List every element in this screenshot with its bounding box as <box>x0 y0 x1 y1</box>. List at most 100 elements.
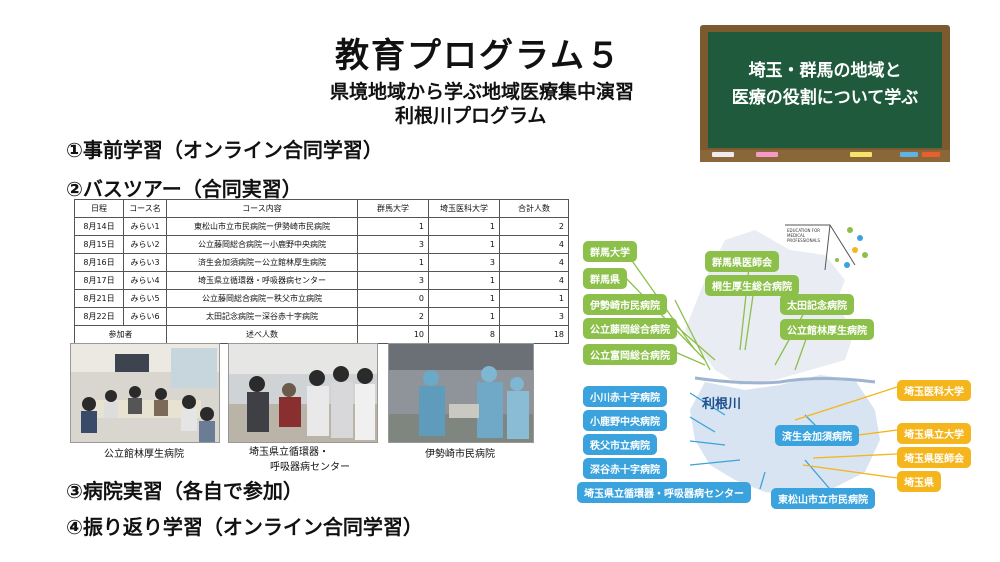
col-date: 日程 <box>74 199 124 218</box>
chalkboard-surface: 埼玉・群馬の地域と 医療の役割について学ぶ <box>708 32 942 148</box>
cell-date: 8月14日 <box>74 217 124 236</box>
cell-saitama: 3 <box>428 253 500 272</box>
photo-caption-cardio-line2: 呼吸器病センター <box>270 462 350 473</box>
photo-isesaki <box>388 343 534 443</box>
cell-course: みらい3 <box>123 253 167 272</box>
table-header-row: 日程 コース名 コース内容 群馬大学 埼玉医科大学 合計人数 <box>74 199 569 218</box>
cell-course: みらい6 <box>123 307 167 326</box>
cell-gunma: 3 <box>357 271 429 290</box>
table-row: 8月17日 みらい4 埼玉県立循環器・呼吸器病センター 3 1 4 <box>74 271 569 290</box>
tag-fukaya-hospital: 深谷赤十字病院 <box>583 458 667 479</box>
cell-content: 東松山市立市民病院ー伊勢崎市民病院 <box>166 217 358 236</box>
tag-gunma-med-assoc: 群馬県医師会 <box>705 251 779 272</box>
cell-content: 埼玉県立循環器・呼吸器病センター <box>166 271 358 290</box>
chalk-white <box>712 152 734 157</box>
cell-gunma: 1 <box>357 217 429 236</box>
photo-cardio-center <box>228 343 378 443</box>
chalk-blue <box>900 152 918 157</box>
cell-gunma: 2 <box>357 307 429 326</box>
region-map: EDUCATION FOR MEDICAL PROFESSIONALS 利根川 … <box>575 210 985 510</box>
table-row: 8月21日 みらい5 公立藤岡総合病院ー秩父市立病院 0 1 1 <box>74 289 569 308</box>
subtitle-line-2: 利根川プログラム <box>395 105 547 127</box>
col-course-content: コース内容 <box>166 199 358 218</box>
cell-total: 4 <box>499 253 569 272</box>
cell-total-label: 述べ人数 <box>166 325 358 344</box>
tag-gunma-univ: 群馬大学 <box>583 241 637 262</box>
tag-kiryu-hospital: 桐生厚生総合病院 <box>705 275 799 296</box>
col-saitama-med: 埼玉医科大学 <box>428 199 500 218</box>
cell-total: 1 <box>499 289 569 308</box>
cell-date: 8月21日 <box>74 289 124 308</box>
chalkboard-line-2: 医療の役割について学ぶ <box>731 88 919 108</box>
page-title: 教育プログラム５ <box>335 36 622 76</box>
tag-gunma-pref: 群馬県 <box>583 268 627 289</box>
section-reflection: ④振り返り学習（オンライン合同学習） <box>66 515 423 539</box>
cell-content: 太田記念病院ー深谷赤十字病院 <box>166 307 358 326</box>
col-gunma-univ: 群馬大学 <box>357 199 429 218</box>
cell-total: 2 <box>499 217 569 236</box>
chalk-orange <box>922 152 940 157</box>
cell-date: 8月15日 <box>74 235 124 254</box>
cell-content: 済生会加須病院ー公立館林厚生病院 <box>166 253 358 272</box>
cell-participants-label: 参加者 <box>74 325 167 344</box>
chalkboard: 埼玉・群馬の地域と 医療の役割について学ぶ <box>700 25 950 162</box>
section-pre-learning: ①事前学習（オンライン合同学習） <box>66 138 383 162</box>
cell-saitama: 1 <box>428 235 500 254</box>
cell-saitama-total: 8 <box>428 325 500 344</box>
table-row: 8月16日 みらい3 済生会加須病院ー公立館林厚生病院 1 3 4 <box>74 253 569 272</box>
cell-gunma: 3 <box>357 235 429 254</box>
cell-content: 公立藤岡総合病院ー秩父市立病院 <box>166 289 358 308</box>
cell-saitama: 1 <box>428 271 500 290</box>
tag-chichibu-hospital: 秩父市立病院 <box>583 434 657 455</box>
cell-total: 4 <box>499 235 569 254</box>
section-bus-tour: ②バスツアー（合同実習） <box>66 177 302 201</box>
tag-ogawa-hospital: 小川赤十字病院 <box>583 386 667 407</box>
tag-kazo-hospital: 済生会加須病院 <box>775 425 859 446</box>
tag-tatebayashi-hospital: 公立館林厚生病院 <box>780 319 874 340</box>
table-row: 8月22日 みらい6 太田記念病院ー深谷赤十字病院 2 1 3 <box>74 307 569 326</box>
chalk-pink <box>756 152 778 157</box>
table-footer-row: 参加者 述べ人数 10 8 18 <box>74 325 569 344</box>
subtitle-line-1: 県境地域から学ぶ地域医療集中演習 <box>330 81 635 103</box>
cell-course: みらい5 <box>123 289 167 308</box>
photo-tatebayashi <box>70 343 220 443</box>
photo-caption-cardio-line1: 埼玉県立循環器・ <box>249 447 329 458</box>
section-hospital-practice: ③病院実習（各自で参加） <box>66 479 303 503</box>
cell-saitama: 1 <box>428 289 500 308</box>
cell-grand-total: 18 <box>499 325 569 344</box>
col-total: 合計人数 <box>499 199 569 218</box>
photo-caption-isesaki: 伊勢崎市民病院 <box>425 449 495 460</box>
cell-saitama: 1 <box>428 307 500 326</box>
cell-gunma: 0 <box>357 289 429 308</box>
cell-saitama: 1 <box>428 217 500 236</box>
tag-fujioka-hospital: 公立藤岡総合病院 <box>583 318 677 339</box>
tag-cardio-center: 埼玉県立循環器・呼吸器病センター <box>577 482 751 503</box>
tag-tomioka-hospital: 公立富岡総合病院 <box>583 344 677 365</box>
table-row: 8月15日 みらい2 公立藤岡総合病院ー小鹿野中央病院 3 1 4 <box>74 235 569 254</box>
tag-higashimatsuyama-hospital: 東松山市立市民病院 <box>771 488 875 509</box>
education-logo-icon <box>785 224 868 271</box>
tag-ota-hospital: 太田記念病院 <box>780 294 854 315</box>
cell-course: みらい1 <box>123 217 167 236</box>
tag-saitama-med-assoc: 埼玉県医師会 <box>897 447 971 468</box>
cell-gunma-total: 10 <box>357 325 429 344</box>
cell-course: みらい2 <box>123 235 167 254</box>
tag-saitama-pref-univ: 埼玉県立大学 <box>897 423 971 444</box>
cell-date: 8月16日 <box>74 253 124 272</box>
tag-saitama-med-univ: 埼玉医科大学 <box>897 380 971 401</box>
bus-tour-table: 日程 コース名 コース内容 群馬大学 埼玉医科大学 合計人数 8月14日 みらい… <box>74 199 569 344</box>
cell-date: 8月17日 <box>74 271 124 290</box>
tag-oganomachi-hospital: 小鹿野中央病院 <box>583 410 667 431</box>
col-course-name: コース名 <box>123 199 167 218</box>
education-logo-text: EDUCATION FOR MEDICAL PROFESSIONALS <box>787 228 821 243</box>
cell-total: 4 <box>499 271 569 290</box>
chalkboard-line-1: 埼玉・群馬の地域と <box>748 61 902 81</box>
tag-saitama-pref: 埼玉県 <box>897 471 941 492</box>
chalk-yellow <box>850 152 872 157</box>
cell-date: 8月22日 <box>74 307 124 326</box>
table-row: 8月14日 みらい1 東松山市立市民病院ー伊勢崎市民病院 1 1 2 <box>74 217 569 236</box>
river-label: 利根川 <box>702 397 742 412</box>
chalkboard-text: 埼玉・群馬の地域と 医療の役割について学ぶ <box>708 58 942 112</box>
cell-total: 3 <box>499 307 569 326</box>
cell-content: 公立藤岡総合病院ー小鹿野中央病院 <box>166 235 358 254</box>
